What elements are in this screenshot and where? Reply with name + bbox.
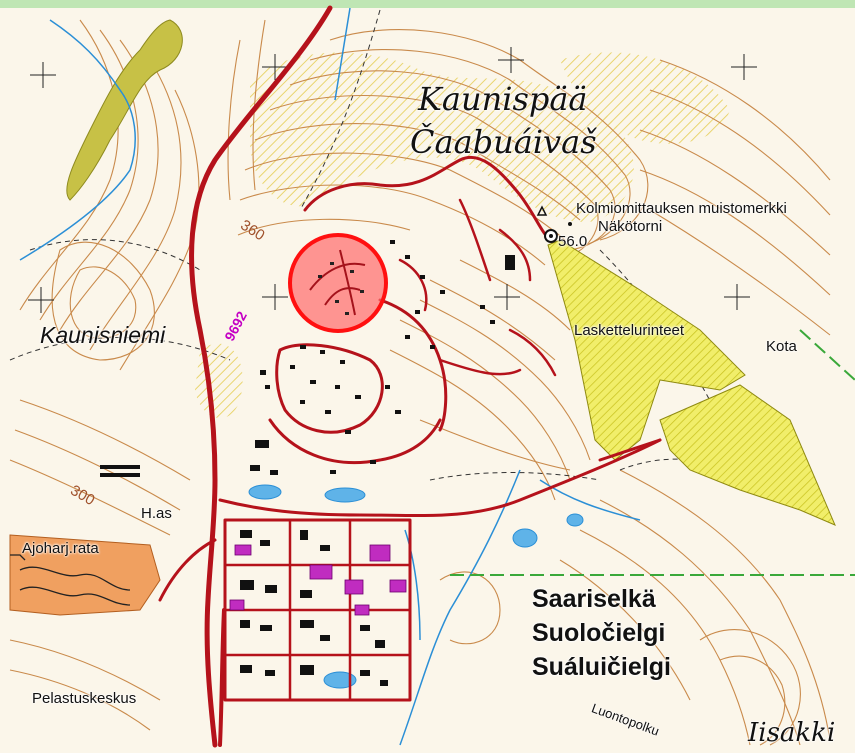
top-band xyxy=(0,0,855,8)
label-has: H.as xyxy=(141,505,172,522)
streams xyxy=(19,7,641,746)
label-kaunisniemi: Kaunisniemi xyxy=(40,322,166,348)
label-iisakki: Iisakki xyxy=(748,718,836,748)
label-ajoharjrata: Ajoharj.rata xyxy=(22,540,99,557)
label-elevation: 56.0 xyxy=(558,233,588,250)
label-caabuaivas: Čaabuáivaš xyxy=(410,123,597,161)
buildings xyxy=(100,240,515,686)
highlight-buildings xyxy=(318,262,364,315)
monument-icon xyxy=(536,205,548,216)
marsh-areas xyxy=(66,19,183,201)
ajoharjoittelurata-area xyxy=(9,534,161,616)
label-saariselka: Saariselkä xyxy=(532,585,656,613)
trig-point-icon xyxy=(568,222,572,226)
label-pelastuskeskus: Pelastuskeskus xyxy=(32,690,137,707)
commercial-buildings xyxy=(229,544,407,616)
grid-crosses xyxy=(28,47,757,313)
roads xyxy=(158,5,662,748)
ski-slopes xyxy=(547,239,836,526)
label-nakotorni: Näkötorni xyxy=(598,218,663,235)
highlight-circle xyxy=(288,233,388,333)
label-kolmiomittaus: Kolmiomittauksen muistomerkki xyxy=(576,200,787,217)
label-kota: Kota xyxy=(766,338,797,355)
label-suolocielgi: Suoločielgi xyxy=(532,619,666,647)
label-sualucielgi: Suáluičielgi xyxy=(532,653,671,681)
label-laskettelurinteet: Laskettelurinteet xyxy=(574,322,685,339)
highlight-inner-roads xyxy=(309,249,366,316)
open-rock-areas xyxy=(195,52,730,419)
label-kaunispaa: Kaunispää xyxy=(418,80,588,118)
tower-icon xyxy=(544,229,558,243)
lakes xyxy=(248,484,584,689)
